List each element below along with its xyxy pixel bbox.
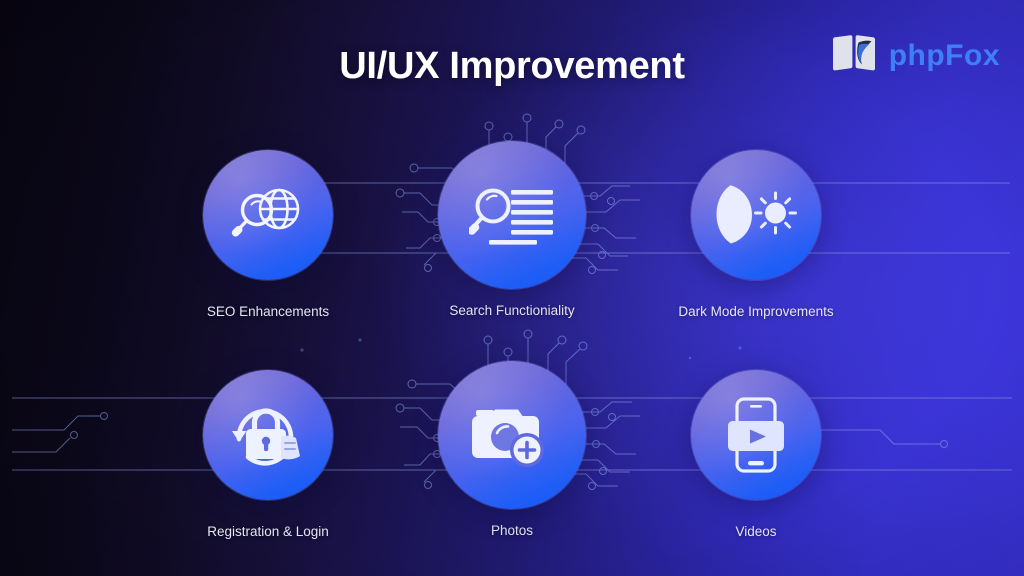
moon-sun-icon	[715, 182, 797, 248]
feature-videos[interactable]: Videos	[674, 370, 838, 539]
feature-icon-bubble	[691, 150, 821, 280]
camera-plus-icon	[470, 400, 554, 470]
logo-text: phpFox	[888, 38, 1000, 72]
feature-row-2: Registration & Login Phot	[0, 361, 1024, 539]
search-document-icon	[469, 178, 555, 252]
brand-logo[interactable]: phpFox	[830, 33, 1000, 78]
feature-registration-login[interactable]: Registration & Login	[186, 370, 350, 539]
feature-label: Registration & Login	[207, 524, 329, 539]
feature-row-1: SEO Enhancements	[0, 141, 1024, 319]
feature-label: SEO Enhancements	[206, 304, 330, 319]
feature-icon-bubble	[691, 370, 821, 500]
feature-search-functionality[interactable]: Search Functioniality	[430, 141, 594, 319]
feature-icon-bubble	[438, 361, 586, 509]
feature-dark-mode-improvements[interactable]: Dark Mode Improvements	[674, 150, 838, 319]
phpfox-book-fox-icon	[830, 33, 880, 78]
feature-label: Videos	[735, 524, 777, 539]
feature-label: Photos	[490, 523, 534, 538]
feature-seo-enhancements[interactable]: SEO Enhancements	[186, 150, 350, 319]
feature-icon-bubble	[203, 150, 333, 280]
phone-play-icon	[726, 397, 786, 473]
feature-photos[interactable]: Photos	[430, 361, 594, 539]
padlock-refresh-icon	[228, 399, 308, 471]
feature-label: Dark Mode Improvements	[678, 304, 834, 319]
feature-icon-bubble	[203, 370, 333, 500]
globe-magnifier-icon	[229, 180, 307, 250]
page-title: UI/UX Improvement	[339, 45, 685, 87]
feature-icon-bubble	[438, 141, 586, 289]
feature-label: Search Functioniality	[449, 303, 575, 318]
